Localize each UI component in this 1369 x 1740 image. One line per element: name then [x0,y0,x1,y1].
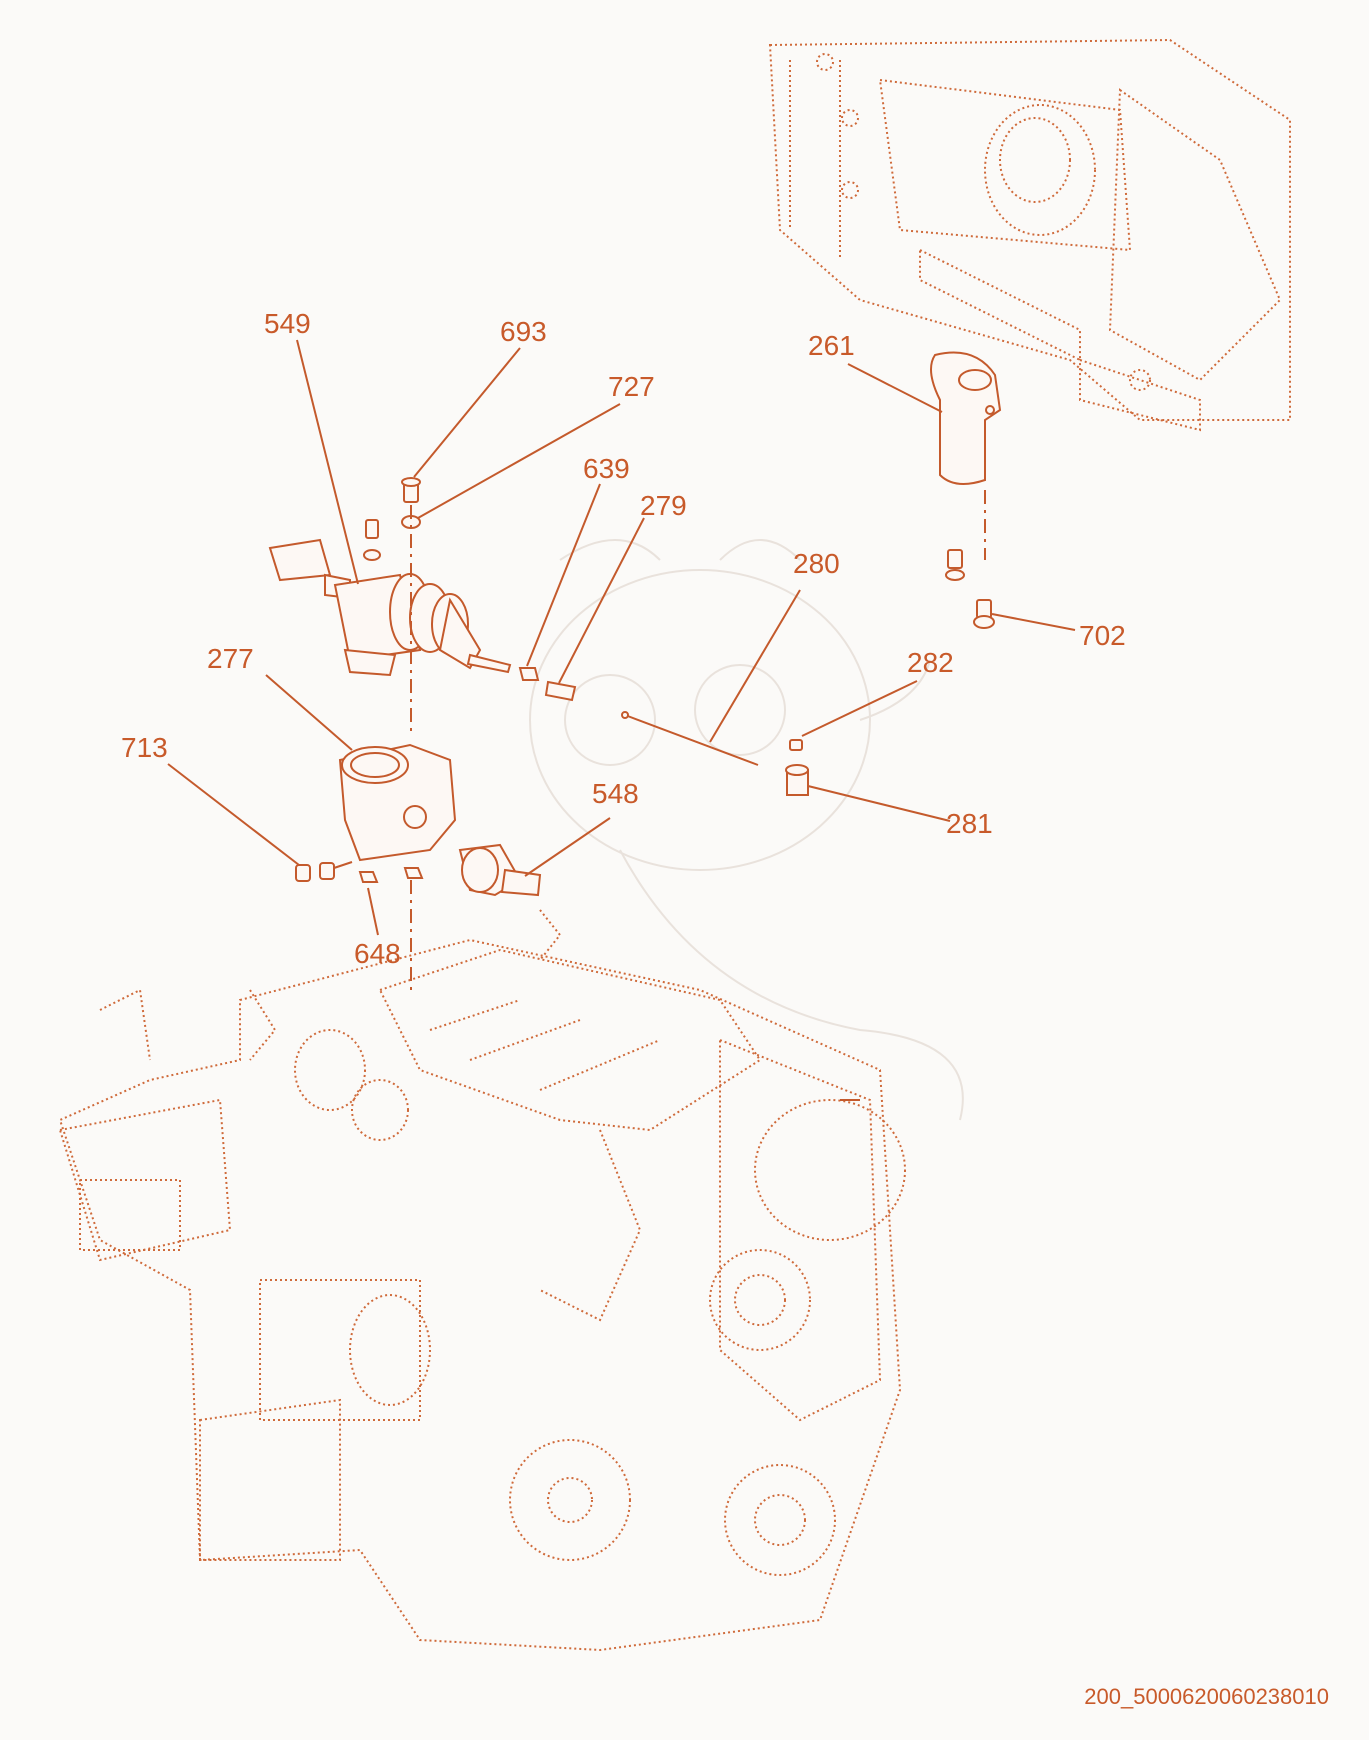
sensor-part-548 [458,843,542,897]
callout-261: 261 [808,330,855,361]
screw-part-713 [295,861,353,882]
bolt-near-261 [945,549,965,581]
callout-727: 727 [608,371,655,402]
callout-282: 282 [907,647,954,678]
callout-549: 549 [264,308,311,339]
engine-block [58,909,906,1652]
solenoid-part-549 [268,538,512,677]
callout-280: 280 [793,548,840,579]
rod-part-280 [621,711,759,766]
callout-693: 693 [500,316,547,347]
leader-lines [167,339,1076,936]
callout-648: 648 [354,938,401,969]
nut-part-648 [358,867,424,883]
small-bolt [363,519,381,561]
nut-part-282 [789,739,803,751]
assembly-axis-lines [410,490,986,990]
pin-part-279 [544,680,577,702]
callout-702: 702 [1079,620,1126,651]
bracket-part-261 [930,351,1002,485]
watermark-mascot [529,539,964,1121]
callout-639: 639 [583,453,630,484]
callout-713: 713 [121,732,168,763]
callout-548: 548 [592,778,639,809]
nut-part-639 [518,667,540,681]
bushing-part-281 [785,764,809,796]
bolt-part-702 [973,599,995,629]
housing-part-277 [338,743,457,862]
frame-assembly-top-right [768,38,1291,432]
screw-part-693 [401,477,421,503]
callout-277: 277 [207,643,254,674]
callout-281: 281 [946,808,993,839]
document-id: 200_5000620060238010 [1084,1684,1329,1709]
callout-279: 279 [640,490,687,521]
